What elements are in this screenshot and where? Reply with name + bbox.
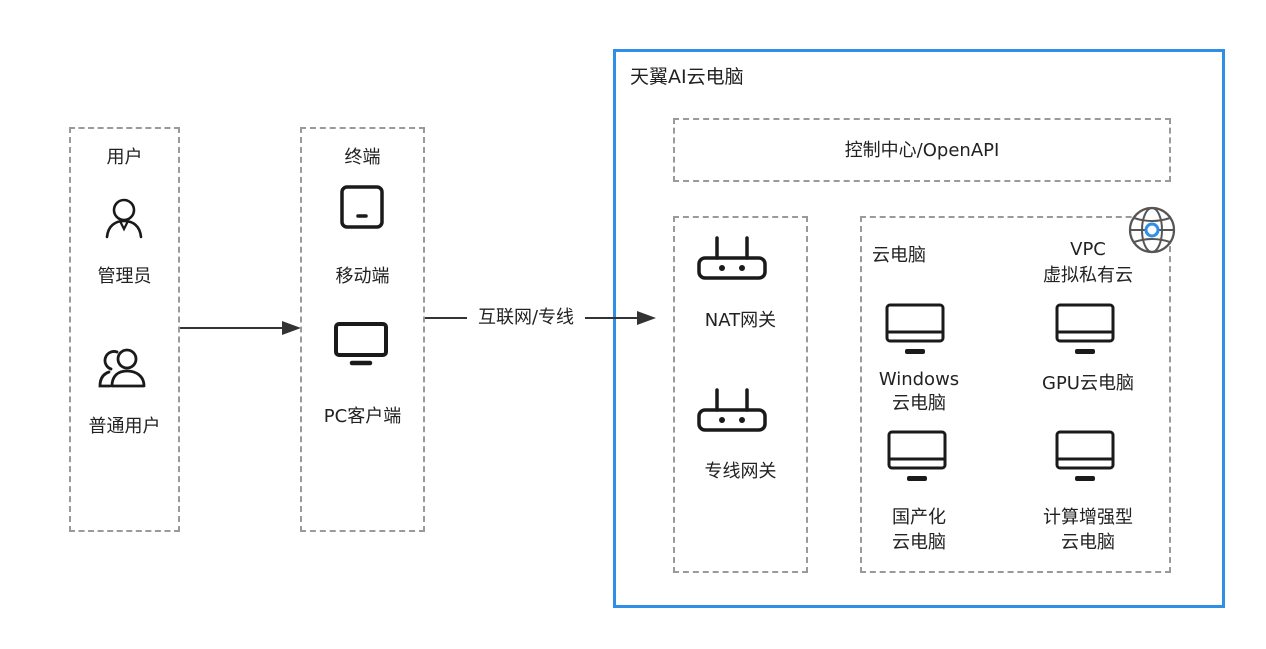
arrow-terminal-to-gateway: [425, 308, 657, 328]
vpc-item-line1: 国产化: [892, 507, 946, 528]
cloud-frame: [613, 49, 1225, 608]
router-icon: [696, 387, 768, 433]
computer-icon: [886, 429, 948, 485]
arrow-user-to-terminal: [180, 318, 302, 338]
gateway-group: [673, 216, 808, 573]
normal-user-label: 普通用户: [88, 416, 161, 437]
vpc-item-line2: 云电脑: [892, 532, 946, 553]
vpc-item-line1: Windows: [878, 369, 960, 390]
globe-icon: [1127, 205, 1177, 255]
vpc-group: [860, 216, 1171, 573]
terminal-group-title: 终端: [344, 147, 381, 168]
users-icon: [97, 345, 149, 389]
tablet-icon: [339, 184, 385, 230]
computer-icon: [884, 302, 946, 358]
vpc-label: VPC: [1070, 239, 1106, 260]
leased-line-gateway-label: 专线网关: [704, 461, 777, 482]
admin-label: 管理员: [97, 266, 152, 287]
vpc-item-line2: 云电脑: [1061, 532, 1115, 553]
router-icon: [696, 235, 768, 281]
user-group: [69, 127, 180, 532]
monitor-icon: [333, 321, 389, 369]
computer-icon: [1054, 302, 1116, 358]
user-group-title: 用户: [106, 147, 143, 168]
mobile-label: 移动端: [335, 266, 390, 287]
vpc-subtitle: 虚拟私有云: [1043, 265, 1133, 286]
nat-gateway-label: NAT网关: [704, 310, 777, 331]
control-center-box: [673, 118, 1171, 182]
cloud-title: 天翼AI云电脑: [630, 66, 744, 88]
vpc-item-line1: 计算增强型: [1043, 507, 1133, 528]
vpc-item-line1: GPU云电脑: [1042, 373, 1134, 394]
computer-icon: [1054, 429, 1116, 485]
terminal-group: [300, 127, 425, 532]
control-center-label: 控制中心/OpenAPI: [844, 140, 1000, 161]
user-icon: [104, 196, 144, 240]
connection-label: 互联网/专线: [477, 307, 575, 328]
cloud-pc-group-label: 云电脑: [872, 245, 926, 266]
pc-client-label: PC客户端: [323, 406, 402, 427]
vpc-item-line2: 云电脑: [892, 393, 946, 414]
